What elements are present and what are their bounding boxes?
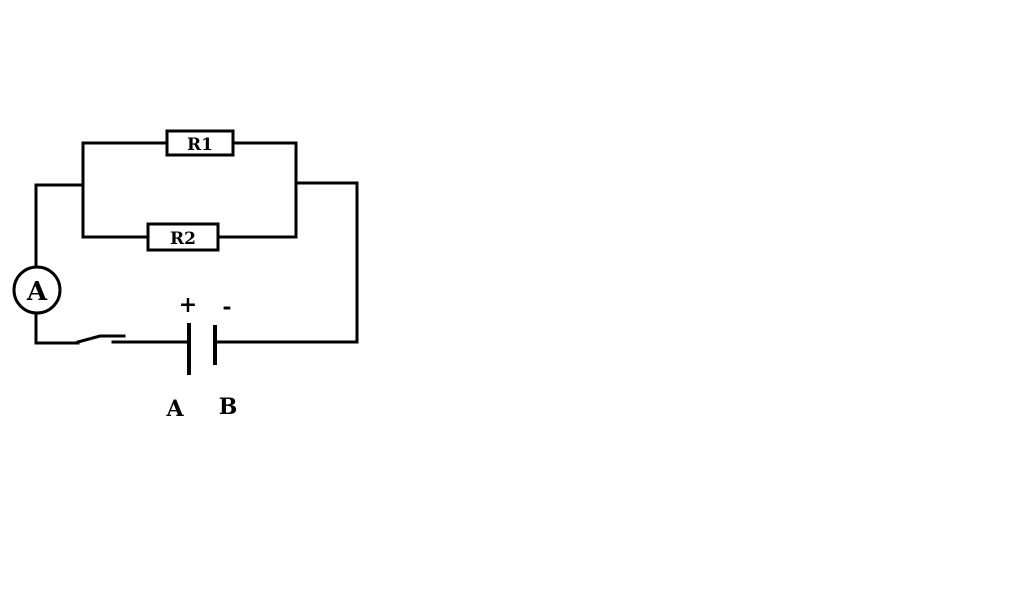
negative-sign: - — [222, 294, 231, 320]
switch — [76, 334, 126, 344]
resistor-r1 — [165, 129, 235, 157]
resistor-r2 — [146, 222, 220, 252]
wire-left-top — [34, 183, 85, 267]
terminal-b-label: B — [219, 394, 238, 420]
wire-r1-branch — [81, 141, 298, 239]
wire-right — [213, 181, 359, 344]
terminal-a-label: A — [165, 396, 184, 422]
positive-sign: + — [179, 292, 197, 318]
resistor-r1-label: R1 — [187, 135, 213, 155]
wire-r2-branch — [81, 181, 298, 239]
wire-left-bottom — [34, 312, 80, 345]
resistor-r2-label: R2 — [170, 229, 196, 249]
ammeter-label: A — [26, 277, 48, 307]
